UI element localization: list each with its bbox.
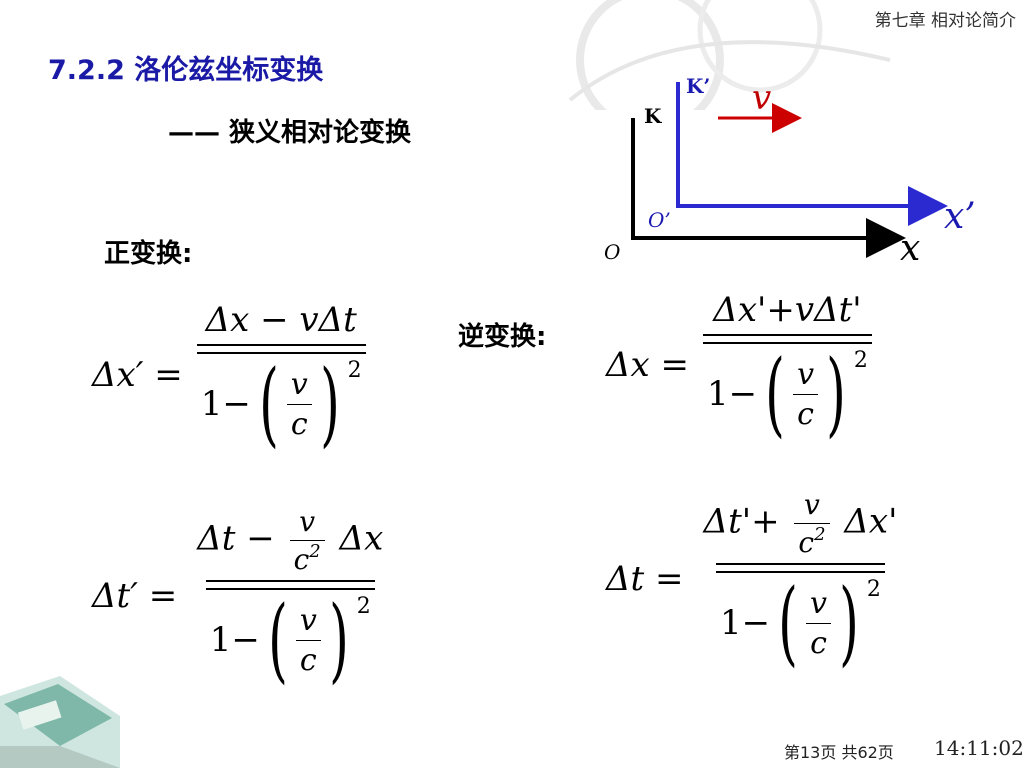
- frame-kp-label: K’: [686, 74, 711, 98]
- section-title: 7.2.2 洛伦兹坐标变换: [48, 55, 324, 86]
- frame-k-axes: [631, 118, 906, 258]
- forward-transform-label: 正变换:: [104, 239, 193, 269]
- origin-o-label: O: [604, 240, 621, 264]
- velocity-label: v: [752, 78, 772, 118]
- clock: 14:11:02: [934, 736, 1024, 760]
- numerator: Δx'+vΔt': [713, 290, 862, 330]
- background-watermark: [568, 0, 891, 110]
- reference-frames-diagram: [631, 82, 948, 258]
- chapter-title: 第七章 相对论简介: [874, 11, 1016, 31]
- page-indicator: 第13页 共62页: [784, 743, 894, 762]
- inverse-transform-label: 逆变换:: [458, 322, 547, 352]
- textbook-thumbnail: [0, 676, 120, 768]
- numerator: Δx − vΔt: [205, 300, 357, 340]
- origin-op-label: O’: [648, 208, 671, 232]
- frame-kp-axes: [676, 82, 948, 226]
- axis-xp-label: x’: [944, 196, 976, 237]
- section-subtitle: —— 狭义相对论变换: [168, 118, 412, 148]
- frame-k-label: K: [644, 104, 662, 128]
- axis-x-label: x: [900, 228, 921, 269]
